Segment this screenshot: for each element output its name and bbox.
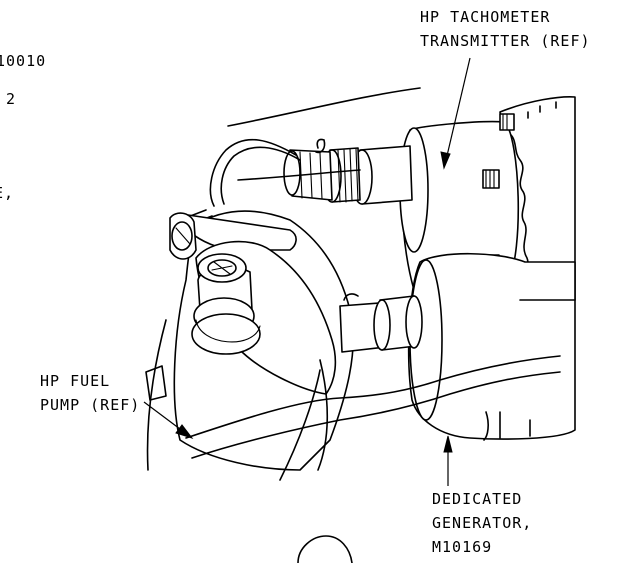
callout-tachometer-transmitter: HP TACHOMETER TRANSMITTER (REF) — [420, 8, 591, 170]
arrowhead-fuel-pump — [175, 424, 194, 439]
arrowhead-tachometer — [440, 151, 451, 170]
generator-housing — [399, 96, 576, 441]
arrowhead-generator — [443, 435, 453, 453]
leader-line-fuel-pump — [143, 401, 185, 433]
callout-generator-line-1: DEDICATED — [432, 490, 522, 508]
fuel-pump-body — [145, 87, 421, 481]
cropped-text-line-1: 10010 — [0, 52, 46, 70]
callout-tachometer-line-1: HP TACHOMETER — [420, 8, 550, 26]
tachometer-shaft-assembly — [172, 138, 413, 243]
callout-fuel-pump: HP FUEL PUMP (REF) — [40, 372, 194, 439]
callout-generator-line-3: M10169 — [432, 538, 492, 556]
fuel-tube — [185, 355, 561, 459]
flange-bolt-upper — [482, 169, 500, 189]
callout-generator-line-2: GENERATOR, — [432, 514, 532, 532]
cropped-text-line-2: 2 — [6, 90, 16, 108]
cropped-left-text: 10010 2 E, — [0, 52, 46, 202]
partial-circle-bottom — [297, 535, 353, 563]
callout-fuel-pump-line-1: HP FUEL — [40, 372, 110, 390]
flange-bolt-top — [499, 113, 515, 131]
leader-line-tachometer — [445, 57, 471, 161]
cropped-text-line-3: E, — [0, 184, 14, 202]
callout-fuel-pump-line-2: PUMP (REF) — [40, 396, 140, 414]
drive-shaft — [339, 293, 423, 353]
callout-dedicated-generator: DEDICATED GENERATOR, M10169 — [432, 435, 532, 556]
callout-tachometer-line-2: TRANSMITTER (REF) — [420, 32, 591, 50]
